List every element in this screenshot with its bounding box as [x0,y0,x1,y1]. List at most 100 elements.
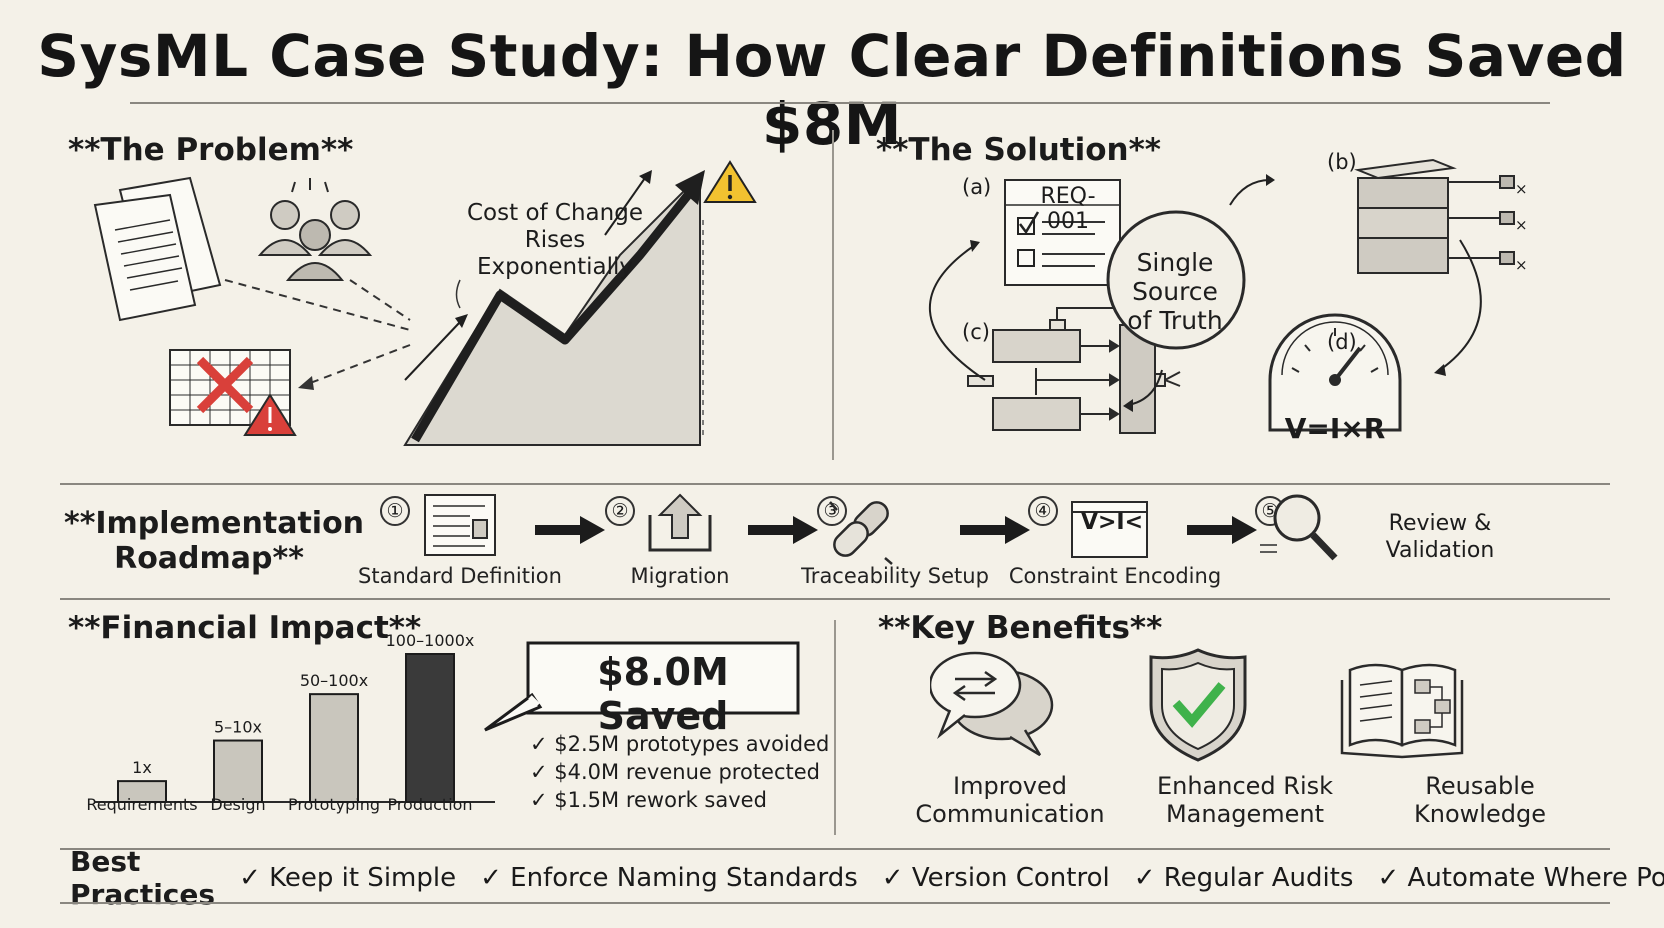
category-label: Prototyping [288,795,380,814]
step-number: ④ [1028,496,1058,526]
port-mark: × [1515,256,1528,274]
step-label: Standard Definition [358,564,562,588]
title-divider [130,102,1550,104]
step-number: ① [380,496,410,526]
open-book-icon [1340,663,1464,759]
best-practices-label: Best Practices [70,845,216,911]
port-mark: × [1515,180,1528,198]
bar-data-label: 50–100x [300,671,368,690]
benefit-label-line: Improved [953,772,1067,800]
marker-a: (a) [962,175,992,199]
cost-label-line: Rises [524,227,586,253]
problem-heading: **The Problem** [68,132,354,168]
roadmap-icons [424,493,1338,565]
best-practices-bar: Best Practices ✓ Keep it Simple ✓ Enforc… [70,845,1664,911]
solution-illustration [928,158,1515,434]
saved-callout-bubble [484,641,800,732]
single-source-circle [1106,210,1246,350]
cost-curve-chart [403,160,757,446]
cost-of-change-label: Cost of Change Rises Exponentially [440,200,670,281]
stacked-blocks-icon [1354,158,1515,274]
requirement-card [1004,179,1121,286]
constraint-icon-text: V>I< [1080,510,1144,535]
savings-item: ✓ $4.0M revenue protected [530,760,821,784]
marker-c: (c) [962,320,990,344]
solution-heading: **The Solution** [876,132,1162,168]
marker-d: (d) [1327,330,1357,354]
step-label: Migration [630,564,730,588]
benefit-icons [930,648,1464,762]
constraint-icon [1071,501,1148,558]
step-label-line: Validation [1385,538,1495,563]
financial-heading: **Financial Impact** [68,610,422,646]
cost-label-line: Cost of Change [467,200,643,226]
gauge-icon [1268,313,1402,432]
step-label: Constraint Encoding [1008,564,1222,588]
port-mark: × [1515,216,1528,234]
marker-b: (b) [1327,150,1357,174]
bar-data-label: 1x [132,758,152,777]
step-label-line: Review & [1388,511,1492,536]
step-label: Review & Validation [1370,510,1510,564]
gauge-formula: V=I×R [1284,412,1386,445]
best-practices-top-divider [60,848,1610,850]
savings-list: ✓ $2.5M prototypes avoided ✓ $4.0M reven… [530,730,830,814]
best-practice-item: ✓ Enforce Naming Standards [480,863,858,893]
shield-check-icon [1149,648,1247,762]
savings-item: ✓ $2.5M prototypes avoided [530,732,830,756]
step-number: ③ [817,496,847,526]
benefits-heading: **Key Benefits** [878,610,1163,646]
cost-label-line: Exponentially [476,254,633,280]
problem-illustration [93,160,757,446]
benefit-label-line: Knowledge [1414,800,1546,828]
benefit-label-line: Communication [915,800,1105,828]
step-label: Traceability Setup [801,564,989,588]
magnifier-icon [1260,494,1338,561]
financial-benefits-divider [834,620,836,835]
chain-link-icon [829,501,893,565]
category-label: Requirements [86,795,197,814]
single-source-line: of Truth [1127,306,1223,335]
step-number: ② [605,496,635,526]
bar-design [213,739,263,803]
bar-data-label: 5–10x [214,718,262,737]
bar-production [405,653,455,803]
roadmap-heading-line: Roadmap** [114,541,304,576]
best-practice-item: ✓ Version Control [881,863,1110,893]
saved-amount: $8.0M Saved [597,650,729,738]
speech-bubbles-icon [930,651,1054,757]
category-label: Design [210,795,265,814]
documents-icon [93,176,222,322]
roadmap-heading-line: **Implementation [64,506,365,541]
single-source-label: Single Source of Truth [1105,248,1245,335]
benefit-label: Improved Communication [900,772,1120,828]
best-practice-item: ✓ Automate Where Possible [1377,863,1664,893]
document-icon [424,494,496,556]
upload-icon [648,493,712,552]
roadmap-bottom-divider [60,598,1610,600]
best-practices-bottom-divider [60,902,1610,904]
single-source-line: Single [1136,248,1214,277]
roadmap-top-divider [60,483,1610,485]
spreadsheet-error-icon [169,349,297,436]
benefit-label-line: Reusable [1425,772,1535,800]
benefit-label-line: Management [1165,800,1325,828]
problem-solution-divider [832,130,834,460]
best-practice-item: ✓ Regular Audits [1133,863,1354,893]
roadmap-heading: **Implementation Roadmap** [64,506,365,576]
benefit-label: Reusable Knowledge [1370,772,1590,828]
savings-item: ✓ $1.5M rework saved [530,788,767,812]
team-icon [257,178,373,281]
best-practice-item: ✓ Keep it Simple [239,863,457,893]
bar-data-label: 100–1000x [386,631,475,650]
warning-icon [703,160,757,203]
bar-prototyping [309,693,359,803]
category-label: Production [387,795,472,814]
page-title: SysML Case Study: How Clear Definitions … [37,22,1627,158]
single-source-line: Source [1132,277,1218,306]
bar-requirements [117,780,167,804]
benefit-label-line: Enhanced Risk [1156,772,1334,800]
benefit-label: Enhanced Risk Management [1135,772,1355,828]
requirement-id: REQ-001 [1040,184,1096,234]
